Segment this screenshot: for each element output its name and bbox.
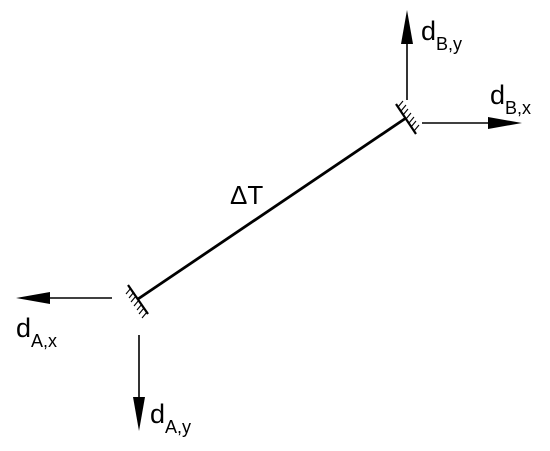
- arrow-right-icon: [422, 117, 522, 129]
- member-line: [137, 116, 407, 301]
- label-dAy-sub: A,y: [165, 417, 191, 437]
- label-dAx-main: d: [16, 313, 31, 343]
- node-b-support: [395, 100, 420, 135]
- node-a-hatch-icon: [125, 287, 148, 319]
- arrow-up-icon: [401, 10, 413, 100]
- label-dAy-main: d: [150, 399, 165, 429]
- label-dBy: dB,y: [421, 16, 462, 54]
- label-dBy-sub: B,y: [436, 34, 462, 54]
- element-label: ΔT: [230, 180, 263, 210]
- label-dAx-sub: A,x: [31, 331, 57, 351]
- node-b-hatch-icon: [397, 100, 420, 132]
- arrow-left-icon: [16, 292, 112, 304]
- node-a-support: [125, 284, 149, 319]
- label-dAx: dA,x: [16, 313, 57, 351]
- label-dAy: dA,y: [150, 399, 191, 437]
- label-dBx-main: d: [490, 80, 505, 110]
- label-dBx: dB,x: [490, 80, 531, 118]
- node-a-plate: [127, 284, 149, 315]
- label-dBx-sub: B,x: [505, 98, 531, 118]
- arrow-down-icon: [133, 335, 145, 431]
- label-dBy-main: d: [421, 16, 436, 46]
